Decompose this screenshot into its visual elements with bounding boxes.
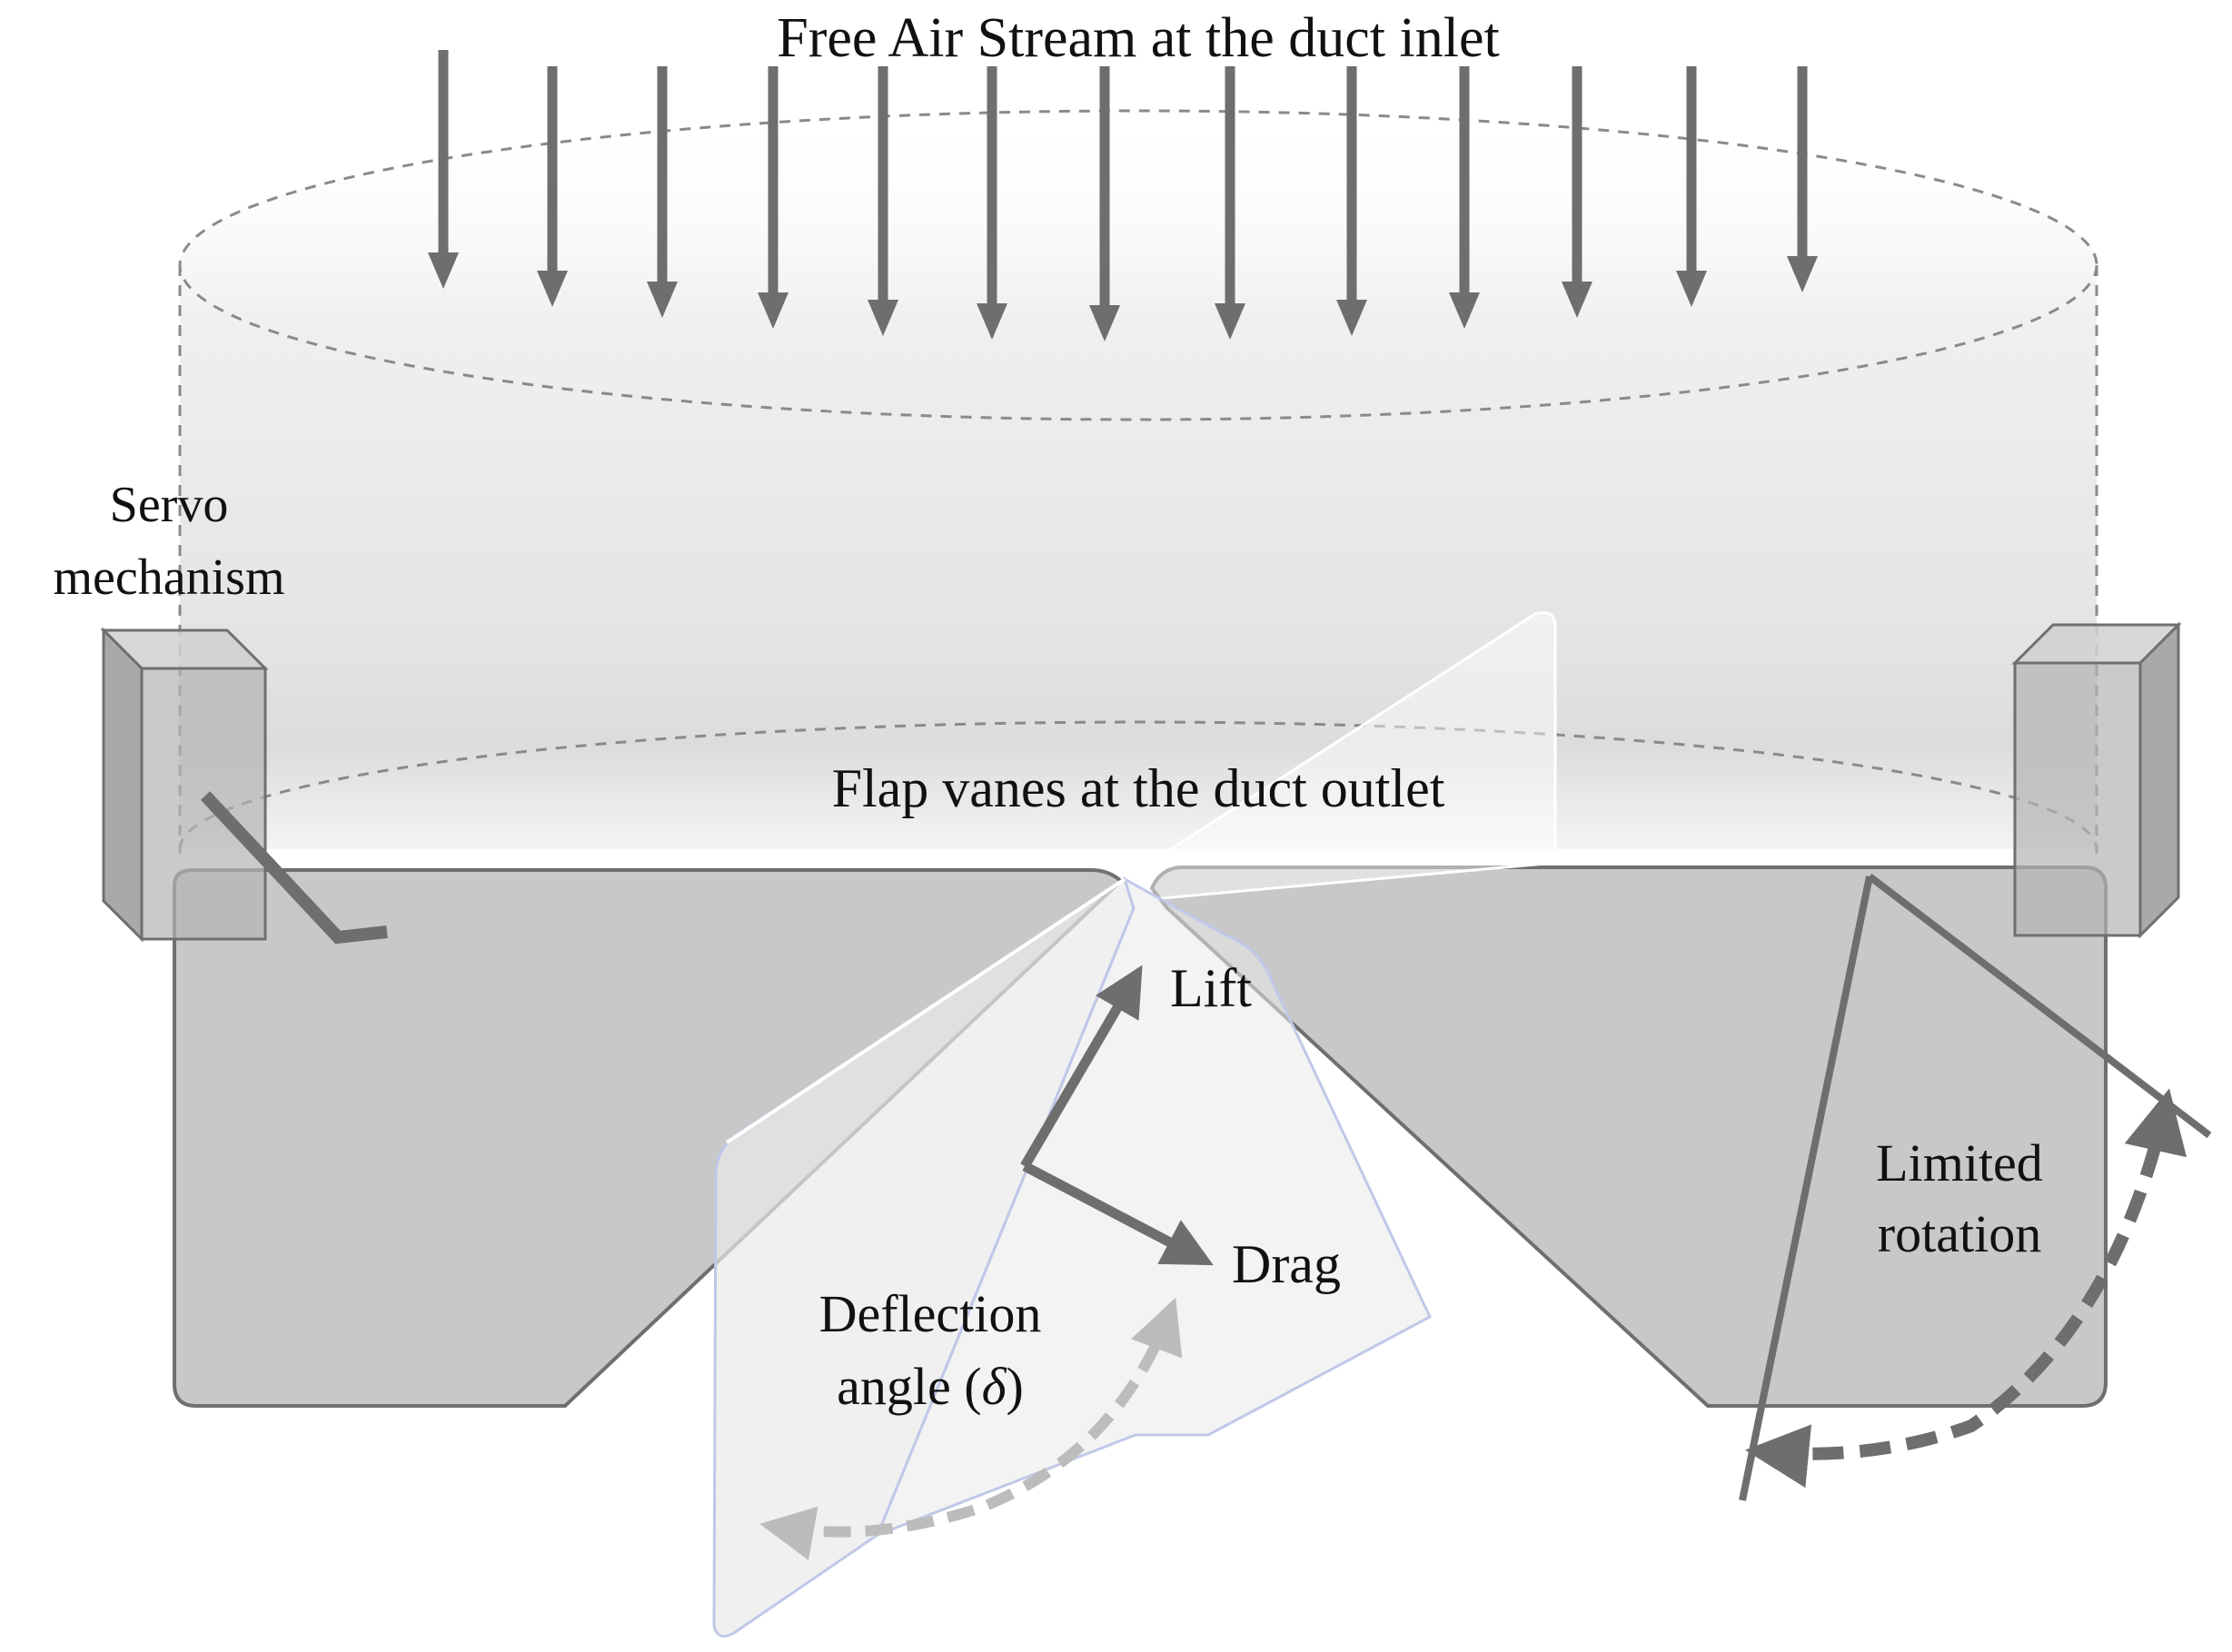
deflection-close-paren: ) [1007,1357,1024,1416]
duct-cylinder [178,109,2098,854]
down-arrow-icon [1676,271,1707,307]
drag-vector [1022,1162,1214,1266]
deflection-angle-arrow [759,1297,1183,1560]
down-arrow-icon [1089,305,1120,341]
servo-left-front [140,667,267,941]
down-arrow-icon [1336,300,1367,336]
deflected-vane-edge [725,877,1126,1144]
down-arrow-icon [1562,282,1592,318]
inlet-label: Free Air Stream at the duct inlet [777,7,1499,69]
servo-right-front [2013,661,2142,937]
down-arrow-icon [428,252,459,289]
servo-label-line2: mechanism [53,549,284,606]
servo-right-side [2138,621,2180,939]
duct-body [180,109,2097,849]
deflection-text: angle ( [837,1357,981,1416]
deflection-symbol: δ [982,1357,1007,1416]
right-servo-box [2011,621,2182,939]
down-arrow-icon [868,300,898,336]
deflected-vane-back [1122,611,1557,901]
down-arrow-icon [1215,303,1245,340]
down-arrow-icon [758,292,789,329]
servo-left-side [102,627,144,943]
down-arrow-icon [537,271,568,307]
lift-vector [1020,964,1143,1169]
servo-label-line1: Servo [110,477,229,533]
deflection-label-line2: angle (δ) [837,1357,1024,1416]
duct-outlet-ellipse [178,720,2098,850]
down-arrow-icon [977,303,1007,340]
drag-label: Drag [1232,1234,1341,1294]
lift-label: Lift [1170,958,1252,1018]
outlet-label: Flap vanes at the duct outlet [832,758,1445,818]
free-air-stream-arrows [428,50,1818,341]
down-arrow-icon [1787,256,1818,292]
deflection-label-line1: Deflection [819,1284,1042,1343]
limited-label-line1: Limited [1876,1133,2043,1192]
servo-linkage-left [200,791,388,945]
down-arrow-icon [647,282,678,318]
left-servo-box [100,627,269,943]
down-arrow-icon [1449,292,1480,329]
limited-rotation-arrow [1745,1088,2187,1489]
limited-label-line2: rotation [1878,1204,2041,1263]
